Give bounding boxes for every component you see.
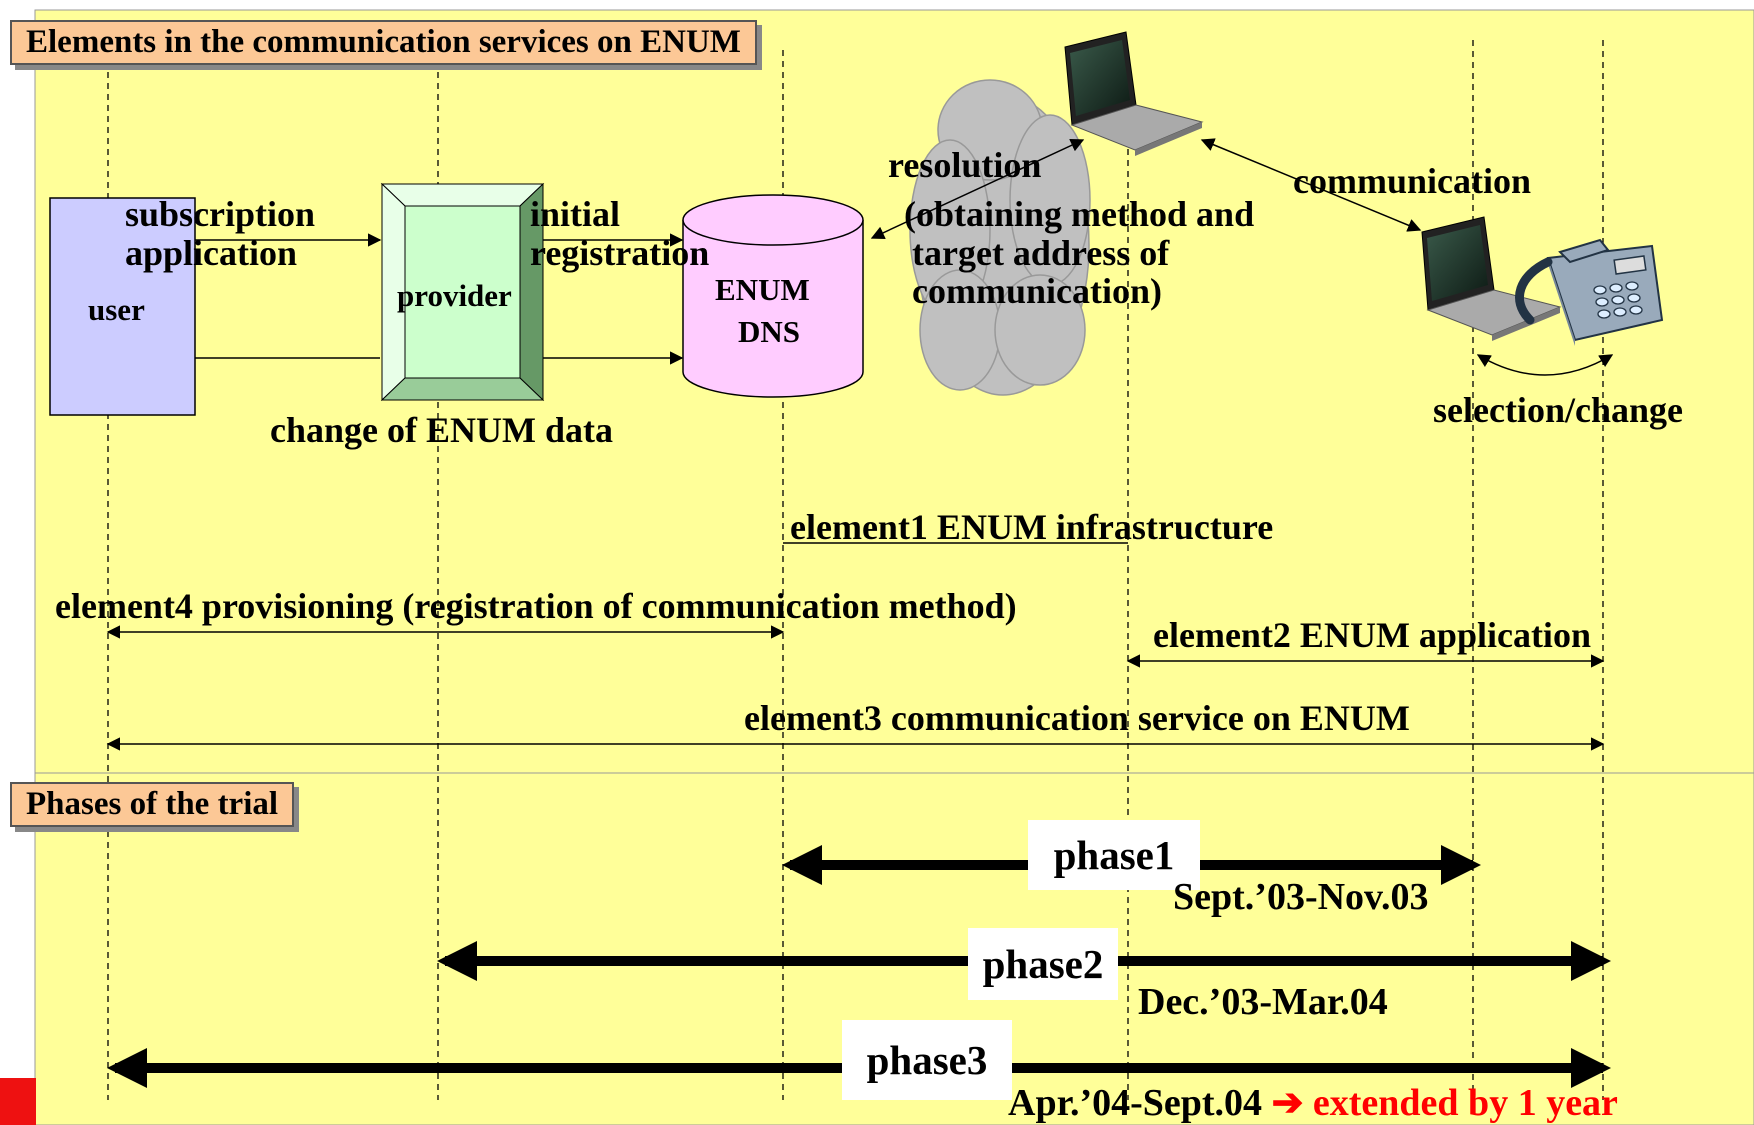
element2-label: element2 ENUM application <box>1153 615 1591 655</box>
section-header-phases: Phases of the trial <box>10 782 295 827</box>
communication-label: communication <box>1293 161 1531 201</box>
phase3-period-text: Apr.’04-Sept.04 <box>1008 1082 1263 1124</box>
resolution-detail-line3: communication) <box>912 271 1162 311</box>
subscription-label-line1: subscription <box>125 194 316 234</box>
corner-marker <box>0 1078 36 1125</box>
dns-label-line1: ENUM <box>715 272 810 307</box>
flow-arrows <box>195 138 1614 376</box>
phase1-label: phase1 <box>1028 820 1200 890</box>
phase3-extension: extended by 1 year <box>1312 1082 1618 1124</box>
resolution-label: resolution <box>888 145 1042 185</box>
enum-dns-cylinder <box>682 194 864 398</box>
element3-label: element3 communication service on ENUM <box>744 698 1410 738</box>
dns-label-line2: DNS <box>738 314 801 349</box>
element1-label: element1 ENUM infrastructure <box>790 507 1274 547</box>
element-arrows <box>106 542 1605 751</box>
initial-registration-line1: initial <box>530 194 621 234</box>
element4-label: element4 provisioning (registration of c… <box>55 586 1017 626</box>
guide-lines <box>107 40 1604 1100</box>
subscription-label-line2: application <box>125 233 298 273</box>
laptop-icon <box>1064 31 1204 156</box>
extension-arrow: ➔ <box>1271 1082 1304 1124</box>
phase2-label: phase2 <box>968 928 1118 1000</box>
elements-panel <box>34 9 1754 774</box>
provider-label: provider <box>397 278 512 313</box>
user-box <box>49 197 196 416</box>
user-label: user <box>88 292 145 327</box>
telephone-icon <box>1515 238 1664 346</box>
provider-box <box>380 182 545 402</box>
phase1-period: Sept.’03-Nov.03 <box>1173 876 1429 918</box>
change-label: change of ENUM data <box>270 410 613 450</box>
laptop-icon <box>1421 216 1562 341</box>
initial-registration-line2: registration <box>530 233 710 273</box>
phase2-period: Dec.’03-Mar.04 <box>1138 981 1388 1023</box>
selection-change-label: selection/change <box>1433 390 1683 430</box>
section-header-elements: Elements in the communication services o… <box>10 20 757 65</box>
resolution-detail-line1: (obtaining method and <box>904 194 1255 234</box>
phase3-period: Apr.’04-Sept.04 ➔ extended by 1 year <box>1008 1080 1618 1125</box>
phase3-label: phase3 <box>842 1020 1012 1100</box>
resolution-detail-line2: target address of <box>912 233 1170 273</box>
